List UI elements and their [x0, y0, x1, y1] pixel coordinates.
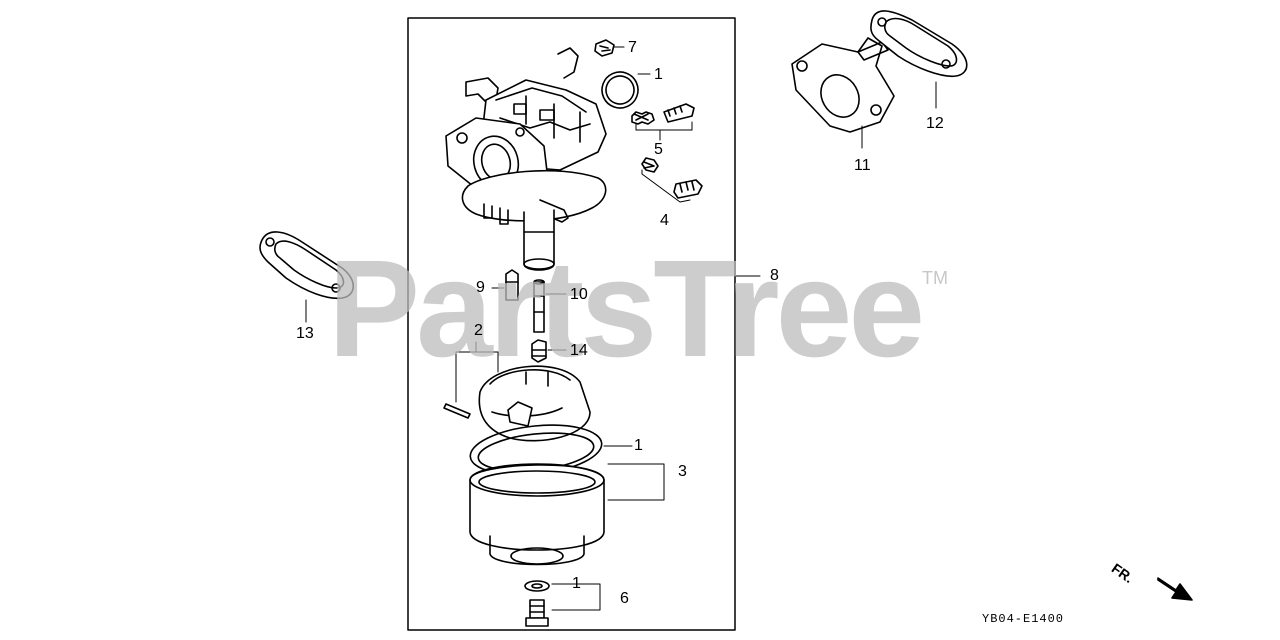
watermark-brand: PartsTree: [328, 232, 925, 386]
callout-1-oring: 1: [654, 66, 663, 83]
part-12-gasket: [870, 10, 968, 109]
callout-11: 11: [854, 157, 871, 174]
callout-12: 12: [926, 115, 944, 132]
part-2-float: [443, 341, 591, 442]
front-direction-arrow: [1157, 577, 1193, 601]
part-3-float-chamber: [469, 463, 665, 566]
callout-1-washer: 1: [572, 575, 581, 592]
part-6-drain-bolt-washer: [524, 580, 601, 627]
part-1-oring-top: [601, 71, 639, 109]
watermark-tm: TM: [922, 268, 948, 288]
callout-6: 6: [620, 590, 629, 607]
callout-2: 2: [474, 322, 483, 339]
callout-4: 4: [660, 212, 669, 229]
part-8-carburetor-body: [445, 47, 607, 271]
callout-7: 7: [628, 39, 637, 56]
callout-9: 9: [476, 279, 485, 296]
callout-5: 5: [654, 141, 663, 158]
part-14-main-jet: [531, 339, 567, 363]
part-11-insulator: [791, 37, 895, 149]
callout-13: 13: [296, 325, 314, 342]
part-7-screw: [594, 39, 625, 57]
part-13-gasket: [259, 231, 355, 323]
part-10-main-nozzle: [533, 279, 567, 333]
callout-3: 3: [678, 463, 687, 480]
callout-10: 10: [570, 286, 588, 303]
callout-1-gasket: 1: [634, 437, 643, 454]
callout-8: 8: [770, 267, 779, 284]
callout-14: 14: [570, 342, 588, 359]
part-9-float-needle: [491, 269, 519, 301]
diagram-code: YB04-E1400: [982, 612, 1065, 626]
part-5-pilot-screw-spring: [631, 103, 695, 141]
assembly-frame: [407, 17, 736, 631]
part-4-throttle-stop-screw: [641, 157, 703, 203]
